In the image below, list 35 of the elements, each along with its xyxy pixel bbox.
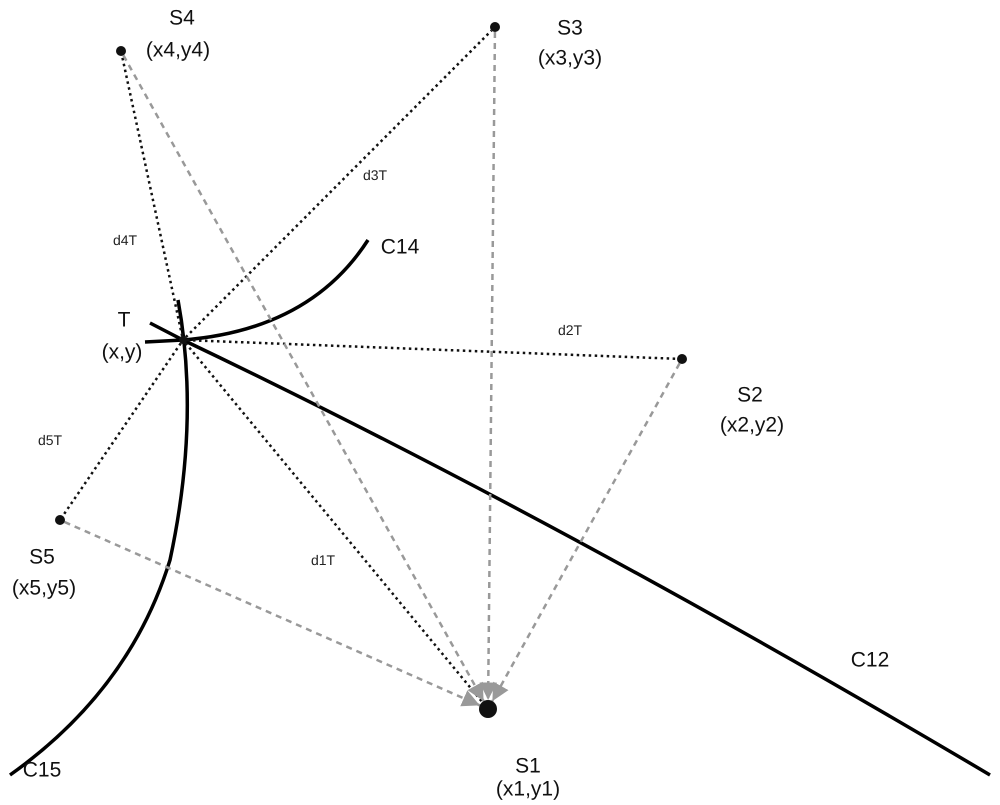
point-dot — [677, 354, 687, 364]
arrow — [480, 32, 498, 700]
connector-line — [120, 56, 184, 336]
point-label: T — [118, 310, 130, 330]
point-dot — [116, 46, 126, 56]
point-label: S3 — [557, 18, 583, 38]
point-dot — [55, 515, 65, 525]
curve-label: C14 — [380, 236, 420, 258]
coordinate-label: (x3,y3) — [538, 48, 602, 68]
edge-label: d5T — [36, 432, 64, 448]
connector-line — [62, 342, 182, 517]
point-label: S1 — [515, 756, 541, 776]
coordinate-label: (x1,y1) — [496, 778, 560, 800]
curve-label: C12 — [850, 650, 890, 670]
coordinate-label: (x5,y5) — [12, 578, 76, 598]
connector-line — [184, 30, 492, 338]
point-label: S4 — [169, 8, 195, 28]
edge-label: d4T — [110, 232, 140, 248]
curve-label: C15 — [22, 760, 62, 780]
arrow — [491, 362, 681, 702]
connector-line — [186, 338, 678, 360]
coordinate-label: (x4,y4) — [146, 40, 210, 60]
point-label: S5 — [29, 546, 55, 568]
point-label: S2 — [737, 384, 763, 406]
arrow — [64, 520, 480, 706]
edge-label: d2T — [556, 322, 584, 338]
point-dot — [490, 22, 500, 32]
edge-label: d1T — [308, 552, 338, 568]
edge-label: d3T — [360, 167, 390, 183]
arrow — [122, 54, 485, 702]
point-dot — [179, 336, 187, 344]
coordinate-label: (x,y) — [102, 342, 142, 362]
point-dot — [479, 700, 497, 718]
coordinate-label: (x2,y2) — [720, 414, 784, 436]
connector-line — [184, 342, 484, 703]
